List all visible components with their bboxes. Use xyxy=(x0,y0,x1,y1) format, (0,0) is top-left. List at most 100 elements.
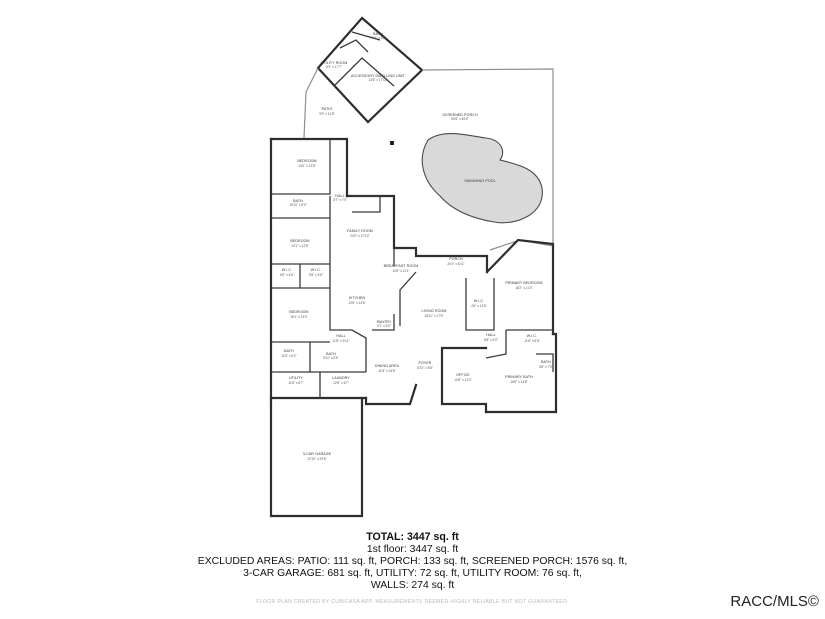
pantry-dim: 4'1" x 5'0" xyxy=(377,324,391,328)
bedroom2-dim: 14'1" x 12'8" xyxy=(291,244,308,248)
breakfast-room-label: BREAKFAST ROOM xyxy=(384,264,419,268)
bedroom2-label: BEDROOM xyxy=(290,239,309,243)
porch-dim: 24'1" x 6'11" xyxy=(447,262,464,266)
wic2-dim: 5'8" x 4'6" xyxy=(309,273,323,277)
family-room-dim: 20'0" x 17'10" xyxy=(350,234,369,238)
wall-north-bedroom xyxy=(269,137,349,198)
bath2-label: BATH xyxy=(293,199,303,203)
bath5-label: BATH xyxy=(541,360,551,364)
bedroom3-dim: 18'1" x 13'0" xyxy=(290,315,307,319)
wic1-label: W.I.C. xyxy=(282,268,292,272)
excluded-areas-line2: 3-CAR GARAGE: 681 sq. ft, UTILITY: 72 sq… xyxy=(243,568,582,579)
excluded-areas-line1: EXCLUDED AREAS: PATIO: 111 sq. ft, PORCH… xyxy=(197,556,628,567)
porch-screen-top-right xyxy=(421,68,554,246)
patio-screen-curve xyxy=(303,67,319,139)
hall2-label: HALL xyxy=(486,333,495,337)
wic1-dim: 6'6" x 4'6" xyxy=(280,273,294,277)
wall-dining-south xyxy=(364,383,418,406)
bath-top-label: BATH xyxy=(373,32,383,36)
family-room-label: FAMILY ROOM xyxy=(347,229,373,233)
wall-primary-bedroom xyxy=(485,238,555,336)
column-post xyxy=(390,141,394,145)
wic3-dim: 4'6" x 12'6" xyxy=(471,304,487,308)
breakfast-room-dim: 10'8" x 11'1" xyxy=(392,269,409,273)
office-label: OFFICE xyxy=(456,373,470,377)
bedroom1-dim: 13'0" x 13'8" xyxy=(298,164,315,168)
wic2-label: W.I.C. xyxy=(311,268,321,272)
garage-outline xyxy=(269,396,364,518)
living-room-dim: 18'11" x 17'9" xyxy=(424,314,443,318)
primary-bedroom-dim: 18'2" x 21'0" xyxy=(515,286,532,290)
patio-label: PATIO xyxy=(322,107,333,111)
adu-label: ACCESSORY DWELLING UNIT xyxy=(351,74,406,78)
fireplace xyxy=(352,195,381,213)
walls-area: WALLS: 274 sq. ft xyxy=(370,580,455,591)
wall-pantry xyxy=(372,314,395,331)
kitchen-label: KITCHEN xyxy=(349,296,366,300)
room-labels: BATH 7'10" x 5'2" UTILITY ROOM 8'2" x 17… xyxy=(280,32,553,461)
bath3-label: BATH xyxy=(284,349,294,353)
bath5-dim: 5'8" x 7'9" xyxy=(539,365,553,369)
bath3-dim: 11'6" x 5'2" xyxy=(281,354,296,358)
bath4-dim: 6'11" x 5'6" xyxy=(323,356,338,360)
primary-bath-label: PRIMARY BATH xyxy=(505,375,533,379)
hall3-label: HALL xyxy=(336,334,345,338)
hall1-dim: 3'7" x 7'0" xyxy=(333,198,347,202)
adu-inner-wall xyxy=(333,57,395,87)
utility-room-label: UTILITY ROOM xyxy=(321,61,348,65)
living-room-label: LIVING ROOM xyxy=(421,309,446,313)
wall-primary-bath xyxy=(484,332,558,414)
dining-area-label: DINING AREA xyxy=(375,364,400,368)
adu-outline xyxy=(316,16,424,124)
laundry-label: LAUNDRY xyxy=(332,376,350,380)
bath2-dim: 10'10" x 5'0" xyxy=(289,203,306,207)
bedroom3-label: BEDROOM xyxy=(289,310,308,314)
swimming-pool-label: SWIMMING POOL xyxy=(464,179,495,183)
wall-bedroom1-bath xyxy=(271,140,331,195)
utility-dim: 11'8" x 6'7" xyxy=(288,381,303,385)
pantry-label: PANTRY xyxy=(377,320,392,324)
adu-dim: 13'6" x 17'11" xyxy=(368,78,387,82)
garage-label: 3-CAR GARAGE xyxy=(303,452,332,456)
mls-watermark: RACC/MLS© xyxy=(730,593,819,610)
wall-kitchen-west xyxy=(329,196,367,372)
screened-porch-label: SCREENED PORCH xyxy=(442,113,478,117)
hall3-dim: 11'8" x 3'11" xyxy=(332,339,349,343)
wall-wic4-side xyxy=(485,330,507,359)
wall-living-west xyxy=(399,271,417,326)
hall2-dim: 6'8" x 6'0" xyxy=(484,338,498,342)
interior-walls xyxy=(271,140,554,398)
primary-bath-dim: 16'8" x 14'8" xyxy=(510,380,527,384)
primary-bedroom-label: PRIMARY BEDROOM xyxy=(505,281,542,285)
wic4-dim: 11'8" x 6'6" xyxy=(524,339,539,343)
office-dim: 10'8" x 14'3" xyxy=(454,378,471,382)
porch-label: PORCH xyxy=(449,257,463,261)
main-house-walls xyxy=(269,137,558,518)
adu-structure xyxy=(316,16,424,124)
wall-wic3 xyxy=(465,278,495,331)
wic3-label: W.I.C. xyxy=(474,299,484,303)
adu-bath-wall xyxy=(351,31,381,41)
laundry-dim: 12'8" x 6'7" xyxy=(333,381,349,385)
bedroom1-label: BEDROOM xyxy=(297,159,316,163)
floor-plan-credit: FLOOR PLAN CREATED BY CUBICASA APP. MEAS… xyxy=(256,599,569,605)
wall-bath5 xyxy=(536,353,554,372)
bath-top-dim: 7'10" x 5'2" xyxy=(370,36,386,40)
utility-label: UTILITY xyxy=(289,376,304,380)
screened-porch-dim: 50'6" x 46'0" xyxy=(451,117,468,121)
dining-area-dim: 11'8" x 16'6" xyxy=(378,369,395,373)
total-area: TOTAL: 3447 sq. ft xyxy=(366,531,459,543)
foyer-dim: 5'10" x 8'8" xyxy=(417,366,433,370)
wic4-label: W.I.C. xyxy=(527,334,537,338)
utility-room-dim: 8'2" x 17'7" xyxy=(326,65,342,69)
adu-utility-wall xyxy=(339,39,369,53)
foyer-label: FOYER xyxy=(419,361,432,365)
garage-dim: 22'10" x 29'8" xyxy=(307,457,326,461)
wall-family-porch xyxy=(345,194,489,274)
bath4-label: BATH xyxy=(326,352,336,356)
kitchen-dim: 13'6" x 14'6" xyxy=(348,301,365,305)
swimming-pool-shape xyxy=(421,133,543,224)
patio-dim: 9'9" x 11'8" xyxy=(319,112,334,116)
